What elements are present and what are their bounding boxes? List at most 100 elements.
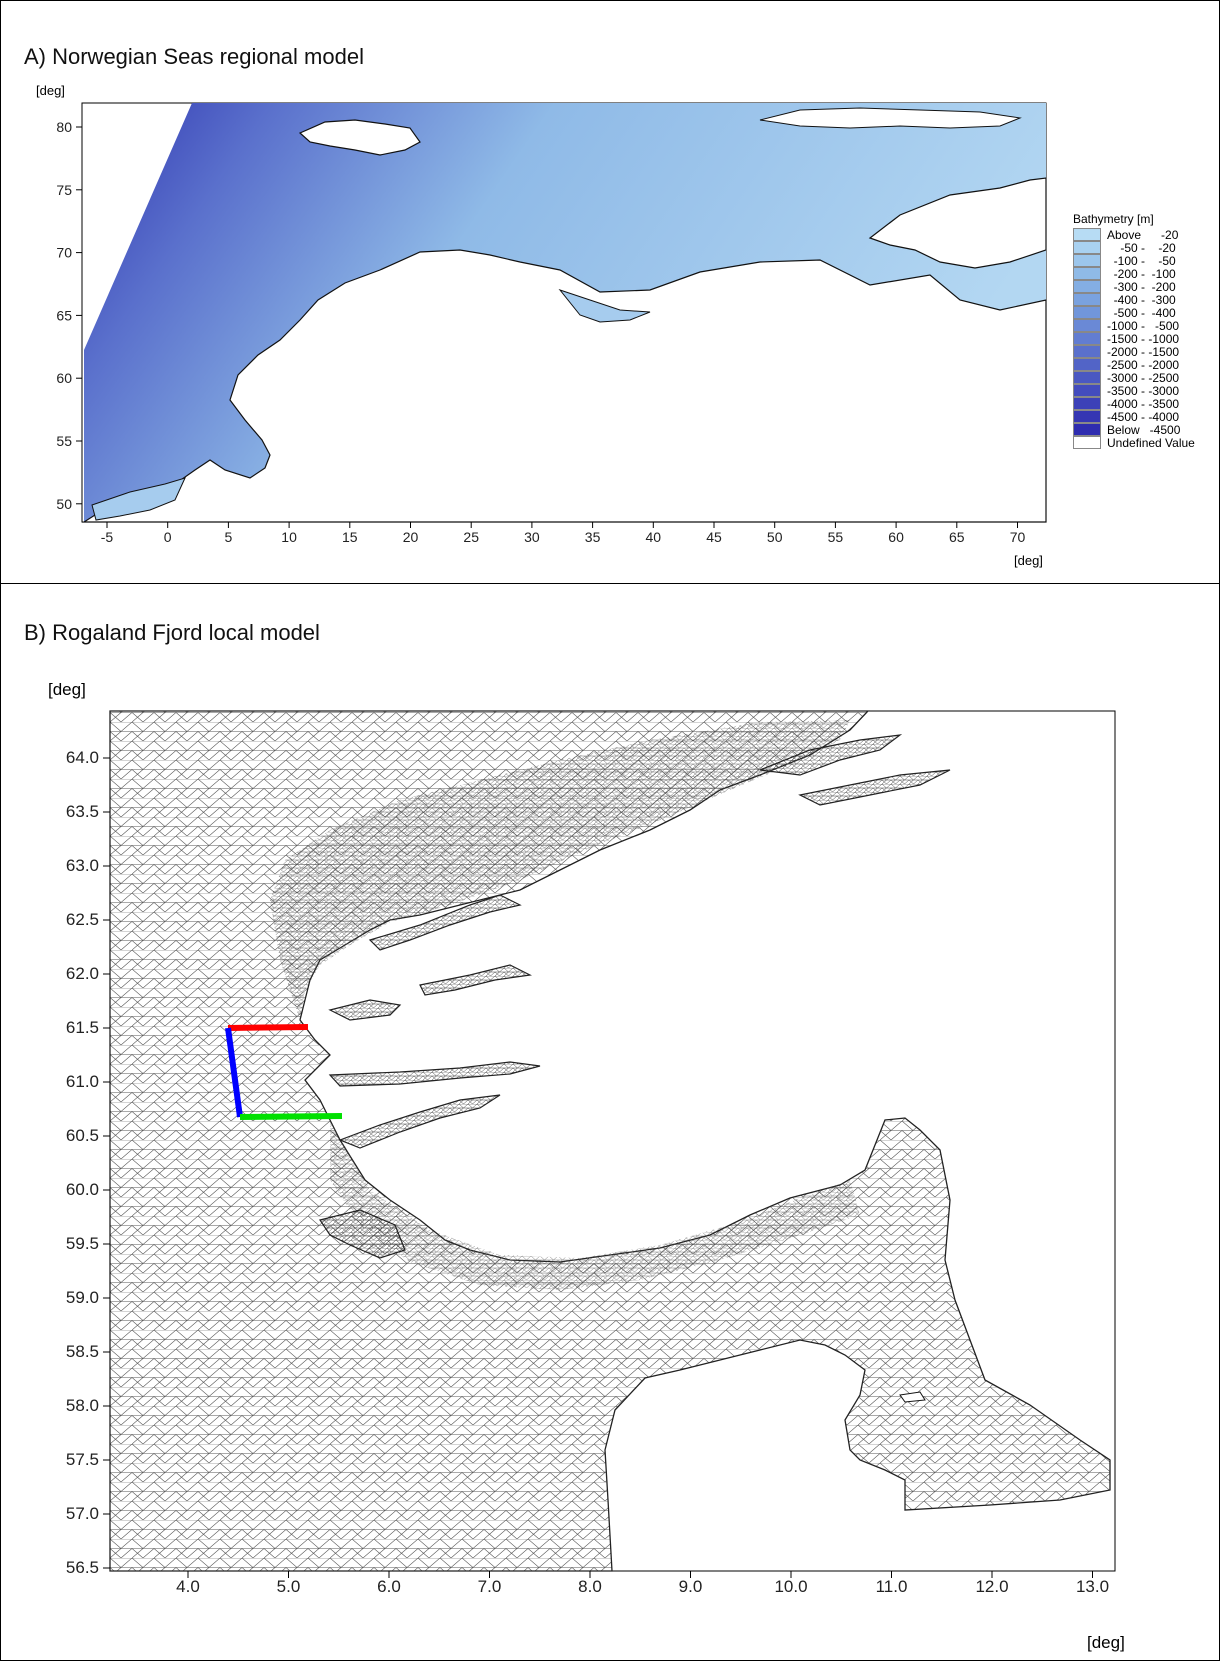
legend-label: Above -20 <box>1107 227 1179 242</box>
legend-label: -300 - -200 <box>1107 279 1176 294</box>
legend-item: -4500 - -4000 <box>1073 409 1220 424</box>
panel-a-svalbard <box>298 119 421 156</box>
axis-tick-label: 55 <box>828 529 844 545</box>
legend-swatch <box>1073 319 1101 332</box>
axis-tick-label: 10 <box>281 529 297 545</box>
axis-tick-label: 30 <box>524 529 540 545</box>
panel-b-coastal-refinement <box>270 720 850 1020</box>
axis-tick-label: 61.0 <box>66 1072 99 1091</box>
legend-swatch <box>1073 228 1101 241</box>
legend-label: -100 - -50 <box>1107 253 1176 268</box>
axis-tick-label: 59.5 <box>66 1234 99 1253</box>
axis-tick-label: 20 <box>403 529 419 545</box>
legend-item: -2000 - -1500 <box>1073 345 1220 359</box>
legend-item: -4000 - -3500 <box>1073 396 1220 411</box>
axis-tick-label: 50 <box>56 496 72 512</box>
axis-tick-label: 6.0 <box>377 1577 401 1596</box>
legend-label: Undefined Value <box>1107 435 1195 450</box>
legend-swatch <box>1073 436 1101 449</box>
legend-swatch <box>1073 254 1101 267</box>
axis-tick-label: 59.0 <box>66 1288 99 1307</box>
panel-a-uk <box>91 477 186 521</box>
legend-swatch <box>1073 332 1101 345</box>
axis-tick-label: -5 <box>101 529 114 545</box>
axis-tick-label: 65 <box>56 307 72 323</box>
legend-label: -4500 - -4000 <box>1107 409 1180 424</box>
legend-item: -3000 - -2500 <box>1073 370 1220 385</box>
axis-tick-label: 8.0 <box>578 1577 602 1596</box>
legend-item: -1500 - -1000 <box>1073 332 1220 346</box>
legend-item: -2500 - -2000 <box>1073 358 1220 372</box>
axis-tick-label: 55 <box>56 433 72 449</box>
axis-tick-label: 4.0 <box>176 1577 200 1596</box>
legend-label: -3000 - -2500 <box>1107 370 1180 385</box>
axis-tick-label: 60.0 <box>66 1180 99 1199</box>
legend-swatch <box>1073 306 1101 319</box>
legend-item: -300 - -200 <box>1073 279 1220 294</box>
legend-label: Below -4500 <box>1107 422 1181 437</box>
axis-tick-label: 70 <box>1010 529 1026 545</box>
axis-tick-label: 58.5 <box>66 1342 99 1361</box>
west-boundary-line <box>225 1027 243 1118</box>
axis-tick-label: 9.0 <box>679 1577 703 1596</box>
axis-tick-label: 57.0 <box>66 1504 99 1523</box>
legend-item: Undefined Value <box>1073 435 1220 450</box>
axis-tick-label: 50 <box>767 529 783 545</box>
panel-b-skagerrak-refinement <box>330 1120 860 1290</box>
bathymetry-legend: Bathymetry [m] Above -20 -50 - -20 -100 … <box>1073 212 1220 450</box>
axis-tick-label: 11.0 <box>876 1577 908 1596</box>
axis-tick-label: 63.5 <box>66 802 99 821</box>
legend-item: -50 - -20 <box>1073 241 1220 255</box>
axis-tick-label: 0 <box>164 529 172 545</box>
legend-swatch <box>1073 371 1101 384</box>
panel-a-x-unit: [deg] <box>1014 553 1043 568</box>
legend-swatch <box>1073 280 1101 293</box>
axis-tick-label: 25 <box>463 529 479 545</box>
legend-label: -1000 - -500 <box>1107 318 1180 333</box>
axis-tick-label: 10.0 <box>774 1577 807 1596</box>
axis-tick-label: 60 <box>888 529 904 545</box>
legend-label: -500 - -400 <box>1107 305 1176 320</box>
panel-b-x-axis: 4.0 5.0 6.0 7.0 8.0 9.0 10.0 11.0 12.0 13.0 <box>176 1571 1109 1596</box>
axis-tick-label: 80 <box>56 119 72 135</box>
legend-swatch <box>1073 345 1101 358</box>
legend-item: Below -4500 <box>1073 422 1220 437</box>
axis-tick-label: 60 <box>56 370 72 386</box>
axis-tick-label: 64.0 <box>66 748 99 767</box>
axis-tick-label: 75 <box>56 182 72 198</box>
axis-tick-label: 40 <box>646 529 662 545</box>
axis-tick-label: 35 <box>585 529 601 545</box>
panel-b-x-unit: [deg] <box>1087 1633 1125 1652</box>
legend-label: -3500 - -3000 <box>1107 383 1180 398</box>
axis-tick-label: 15 <box>342 529 358 545</box>
panel-b-y-axis: 64.063.563.062.562.061.561.060.560.059.5… <box>66 748 110 1577</box>
legend-item: -100 - -50 <box>1073 253 1220 268</box>
legend-swatch <box>1073 397 1101 410</box>
axis-tick-label: 56.5 <box>66 1558 99 1577</box>
panel-a-title: A) Norwegian Seas regional model <box>24 44 364 69</box>
axis-tick-label: 12.0 <box>975 1577 1008 1596</box>
panel-a-scandinavia <box>81 249 1047 523</box>
panel-b-plot: 4.0 5.0 6.0 7.0 8.0 9.0 10.0 11.0 12.0 13.0 64.0 6… <box>66 710 1116 1596</box>
legend-label: -400 - -300 <box>1107 292 1176 307</box>
legend-swatch <box>1073 358 1101 371</box>
axis-tick-label: 5.0 <box>277 1577 301 1596</box>
axis-tick-label: 58.0 <box>66 1396 99 1415</box>
south-boundary-line <box>239 1113 343 1120</box>
panel-b-fjords <box>319 734 951 1259</box>
panel-a-white-sea-inlet <box>558 288 651 323</box>
legend-item: -200 - -100 <box>1073 267 1220 281</box>
legend-item: -3500 - -3000 <box>1073 383 1220 398</box>
axis-tick-label: 7.0 <box>478 1577 502 1596</box>
axis-tick-label: 13.0 <box>1076 1577 1109 1596</box>
legend-label: -4000 - -3500 <box>1107 396 1180 411</box>
legend-swatch <box>1073 241 1101 254</box>
axis-tick-label: 5 <box>225 529 233 545</box>
axis-tick-label: 63.0 <box>66 856 99 875</box>
panel-a-novaya-zemlya <box>759 107 1022 129</box>
legend-swatch <box>1073 384 1101 397</box>
legend-swatch <box>1073 267 1101 280</box>
